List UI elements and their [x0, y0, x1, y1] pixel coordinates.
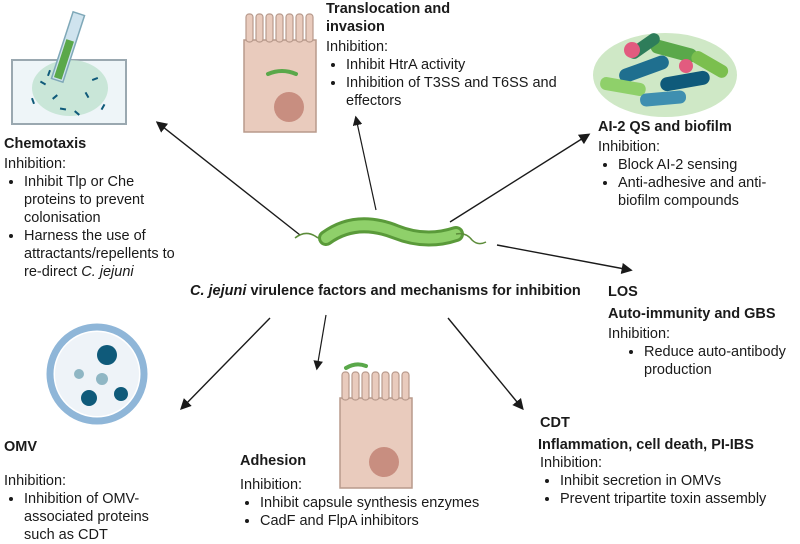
- translocation-item: Inhibit HtrA activity: [346, 56, 596, 74]
- los-section: LOS Auto-immunity and GBS Inhibition: Re…: [608, 283, 798, 379]
- cdt-item: Inhibit secretion in OMVs: [560, 472, 800, 490]
- arrow-to-omv: [180, 317, 271, 411]
- adhesion-inhibition-label: Inhibition:: [240, 477, 303, 493]
- translocation-inhibition-label: Inhibition:: [326, 39, 389, 55]
- omv-list: Inhibition of OMV-associated proteins su…: [4, 490, 174, 544]
- center-species: C. jejuni: [190, 283, 247, 299]
- chemotaxis-inhibition-label: Inhibition:: [4, 156, 67, 172]
- ai2-title: AI-2 QS and biofilm: [598, 119, 732, 135]
- chemotaxis-item: Inhibit Tlp or Che proteins to prevent c…: [24, 173, 184, 227]
- chemotaxis-beaker-icon: [11, 10, 127, 125]
- arrow-to-cdt: [447, 317, 524, 411]
- translocation-cell-icon: [243, 13, 317, 133]
- los-inhibition-label: Inhibition:: [608, 326, 671, 342]
- arrow-to-ai2: [449, 133, 591, 223]
- ai2-item: Anti-adhesive and anti-biofilm compounds: [618, 174, 798, 210]
- chemotaxis-title: Chemotaxis: [4, 136, 87, 152]
- arrow-to-chemotaxis: [155, 121, 301, 236]
- chemotaxis-item: Harness the use of attractants/repellent…: [24, 227, 184, 281]
- adhesion-list: Inhibit capsule synthesis enzymes CadF a…: [240, 494, 540, 530]
- chemotaxis-item-species: C. jejuni: [81, 264, 134, 280]
- ai2-list: Block AI-2 sensing Anti-adhesive and ant…: [598, 156, 798, 210]
- los-subtitle: Auto-immunity and GBS: [608, 306, 776, 322]
- translocation-section: Translocation and invasion Inhibition: I…: [326, 0, 596, 110]
- center-bacterium-icon: [294, 217, 487, 247]
- arrow-to-los: [496, 244, 633, 274]
- adhesion-item: Inhibit capsule synthesis enzymes: [260, 494, 540, 512]
- center-label: C. jejuni virulence factors and mechanis…: [190, 283, 581, 299]
- arrow-to-translocation: [352, 115, 377, 211]
- cdt-inhibition-label: Inhibition:: [540, 455, 603, 471]
- chemotaxis-list: Inhibit Tlp or Che proteins to prevent c…: [4, 173, 184, 281]
- ai2-inhibition-label: Inhibition:: [598, 139, 661, 155]
- cdt-item: Prevent tripartite toxin assembly: [560, 490, 800, 508]
- omv-inhibition-label: Inhibition:: [4, 473, 67, 489]
- cdt-subtitle: Inflammation, cell death, PI-IBS: [538, 437, 754, 453]
- translocation-list: Inhibit HtrA activity Inhibition of T3SS…: [326, 56, 596, 110]
- adhesion-section: Adhesion Inhibition: Inhibit capsule syn…: [240, 452, 540, 530]
- cdt-section: CDT Inflammation, cell death, PI-IBS Inh…: [538, 414, 800, 508]
- ai2-item: Block AI-2 sensing: [618, 156, 798, 174]
- adhesion-title: Adhesion: [240, 453, 307, 469]
- center-label-text: virulence factors and mechanisms for inh…: [250, 283, 581, 299]
- translocation-title-line2: invasion: [326, 19, 385, 35]
- adhesion-cell-icon: [339, 362, 413, 489]
- adhesion-item: CadF and FlpA inhibitors: [260, 512, 540, 530]
- translocation-item: Inhibition of T3SS and T6SS and effector…: [346, 74, 596, 110]
- cdt-title: CDT: [540, 415, 570, 431]
- translocation-title-line1: Translocation and: [326, 1, 451, 17]
- ai2-section: AI-2 QS and biofilm Inhibition: Block AI…: [598, 118, 798, 210]
- biofilm-icon: [593, 33, 737, 117]
- los-list: Reduce auto-antibody production: [608, 343, 798, 379]
- omv-section: OMV Inhibition: Inhibition of OMV-associ…: [4, 438, 194, 544]
- los-item: Reduce auto-antibody production: [644, 343, 798, 379]
- cdt-list: Inhibit secretion in OMVs Prevent tripar…: [540, 472, 800, 508]
- omv-title: OMV: [4, 439, 38, 455]
- chemotaxis-section: Chemotaxis Inhibition: Inhibit Tlp or Ch…: [4, 135, 184, 281]
- los-title: LOS: [608, 284, 638, 300]
- omv-vesicle-icon: [46, 323, 148, 425]
- omv-item: Inhibition of OMV-associated proteins su…: [24, 490, 174, 544]
- chemotaxis-item-text: Harness the use of attractants/repellent…: [24, 228, 175, 280]
- arrow-to-adhesion: [313, 314, 327, 371]
